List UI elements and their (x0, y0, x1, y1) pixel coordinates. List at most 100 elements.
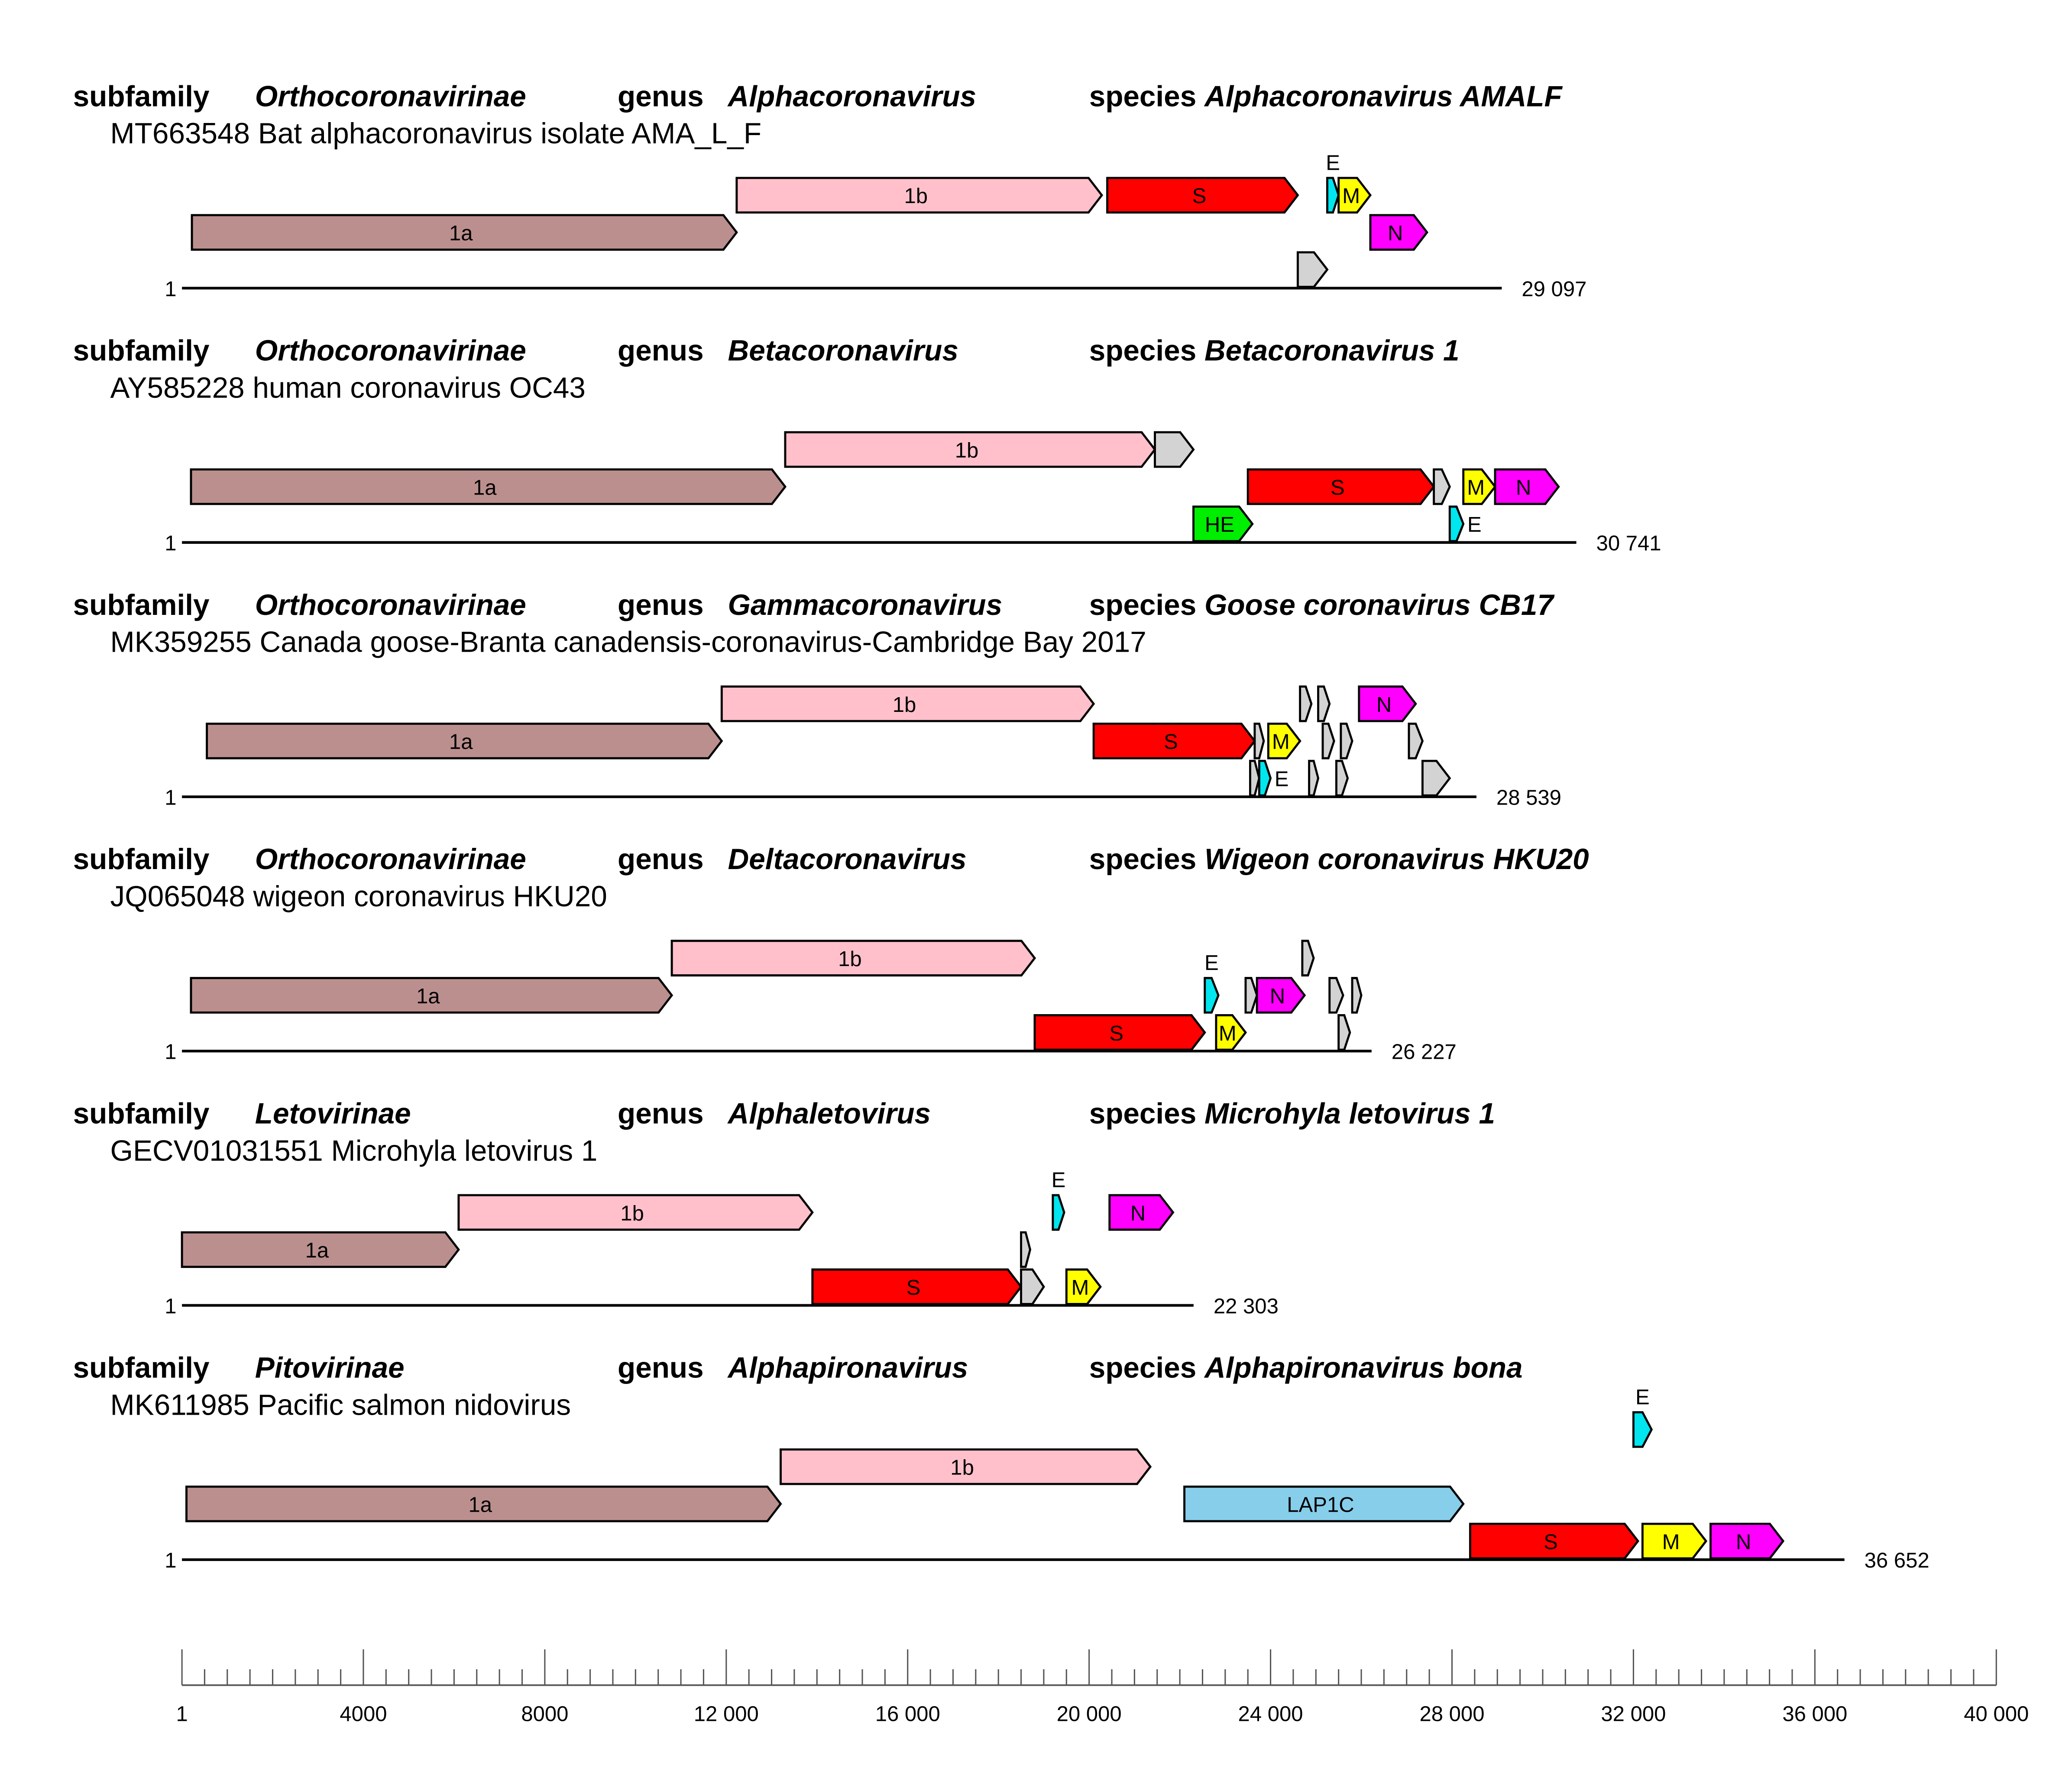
gene-label-s: S (906, 1276, 921, 1300)
gene-label-s: S (1164, 731, 1178, 754)
gene-label-n: N (1270, 985, 1285, 1008)
gene-label-e: E (1204, 951, 1219, 975)
subfamily-label: subfamily (73, 1352, 210, 1384)
gene-m (1267, 722, 1301, 760)
gene-label-1b: 1b (950, 1456, 974, 1480)
gene-other (1296, 251, 1329, 288)
genome-start-label: 1 (165, 786, 176, 809)
genus-value: Alphacoronavirus (727, 80, 976, 113)
gene-other (1154, 431, 1195, 468)
gene-label-1b: 1b (893, 693, 916, 717)
gene-e (1326, 177, 1340, 214)
gene-other (1321, 722, 1335, 760)
subfamily-value: Orthocoronavirinae (255, 843, 526, 876)
gene-e (1204, 977, 1220, 1014)
subfamily-value: Orthocoronavirinae (255, 589, 526, 621)
gene-lap1c (1183, 1485, 1465, 1523)
accession-description: JQ065048 wigeon coronavirus HKU20 (110, 880, 607, 913)
axis-tick-label: 4000 (340, 1702, 387, 1726)
gene-label-n: N (1388, 222, 1403, 245)
gene-label-1a: 1a (449, 731, 473, 754)
gene-1a (185, 1485, 782, 1523)
gene-label-e: E (1275, 767, 1289, 791)
species-label: species (1089, 1097, 1204, 1130)
genome-length-label: 26 227 (1392, 1041, 1457, 1064)
axis-tick-label: 28 000 (1419, 1702, 1484, 1726)
species-value: Betacoronavirus 1 (1204, 335, 1460, 367)
gene-label-1b: 1b (620, 1202, 644, 1225)
gene-s (1246, 468, 1435, 505)
gene-other (1340, 722, 1353, 760)
accession-description: GECV01031551 Microhyla letovirus 1 (110, 1135, 598, 1167)
axis-tick-label: 1 (176, 1702, 188, 1726)
gene-label-m: M (1467, 476, 1485, 499)
accession-description: MT663548 Bat alphacoronavirus isolate AM… (110, 117, 762, 150)
gene-label-n: N (1130, 1202, 1146, 1225)
gene-e (1632, 1411, 1653, 1448)
gene-other (1328, 977, 1344, 1014)
gene-1a (181, 1231, 460, 1268)
gene-s (1106, 177, 1299, 214)
genus-label: genus (618, 335, 704, 367)
gene-label-m: M (1272, 731, 1290, 754)
genome-start-label: 1 (165, 1295, 176, 1318)
species-label: species (1089, 335, 1204, 367)
gene-label-m: M (1219, 1022, 1237, 1045)
accession-description: AY585228 human coronavirus OC43 (110, 372, 586, 404)
subfamily-value: Orthocoronavirinae (255, 80, 526, 113)
species-value: Wigeon coronavirus HKU20 (1204, 843, 1589, 876)
genome-length-label: 30 741 (1596, 532, 1661, 555)
gene-1b (670, 940, 1036, 976)
species-value: Microhyla letovirus 1 (1204, 1097, 1495, 1130)
subfamily-label: subfamily (73, 80, 210, 113)
axis-tick-label: 24 000 (1238, 1702, 1303, 1726)
axis-tick-label: 36 000 (1782, 1702, 1847, 1726)
gene-m (1462, 468, 1497, 505)
gene-1b (457, 1194, 814, 1231)
gene-label-1a: 1a (449, 222, 473, 245)
gene-n (1256, 977, 1306, 1014)
genome-length-label: 28 539 (1496, 786, 1561, 809)
gene-label-1b: 1b (838, 947, 862, 971)
gene-label-m: M (1071, 1276, 1089, 1300)
gene-1a (191, 214, 738, 251)
gene-label-s: S (1192, 184, 1206, 208)
gene-1b (720, 685, 1095, 722)
genus-label: genus (618, 843, 704, 876)
subfamily-label: subfamily (73, 843, 210, 876)
gene-other (1253, 722, 1265, 760)
subfamily-label: subfamily (73, 1097, 210, 1130)
gene-label-m: M (1342, 184, 1360, 208)
gene-n (1494, 468, 1560, 505)
gene-label-n: N (1376, 693, 1392, 717)
gene-other (1301, 940, 1315, 976)
gene-other (1249, 760, 1260, 797)
gene-label-1b: 1b (904, 184, 928, 208)
species-label: species (1089, 843, 1204, 876)
species-label: species (1089, 589, 1204, 621)
genus-value: Alphapironavirus (727, 1352, 968, 1384)
gene-label-m: M (1662, 1530, 1680, 1554)
subfamily-value: Pitovirinae (255, 1352, 405, 1384)
genus-value: Betacoronavirus (728, 335, 958, 367)
genome-length-label: 36 652 (1865, 1549, 1930, 1572)
gene-label-he: HE (1205, 513, 1234, 537)
species-value: Alphacoronavirus AMALF (1204, 80, 1563, 113)
subfamily-label: subfamily (73, 589, 210, 621)
gene-n (1369, 214, 1428, 251)
gene-label-s: S (1544, 1530, 1558, 1554)
gene-label-1a: 1a (305, 1239, 329, 1262)
gene-other (1351, 977, 1363, 1014)
gene-1b (735, 177, 1104, 214)
gene-1b (780, 1448, 1152, 1485)
gene-n (1108, 1194, 1175, 1231)
